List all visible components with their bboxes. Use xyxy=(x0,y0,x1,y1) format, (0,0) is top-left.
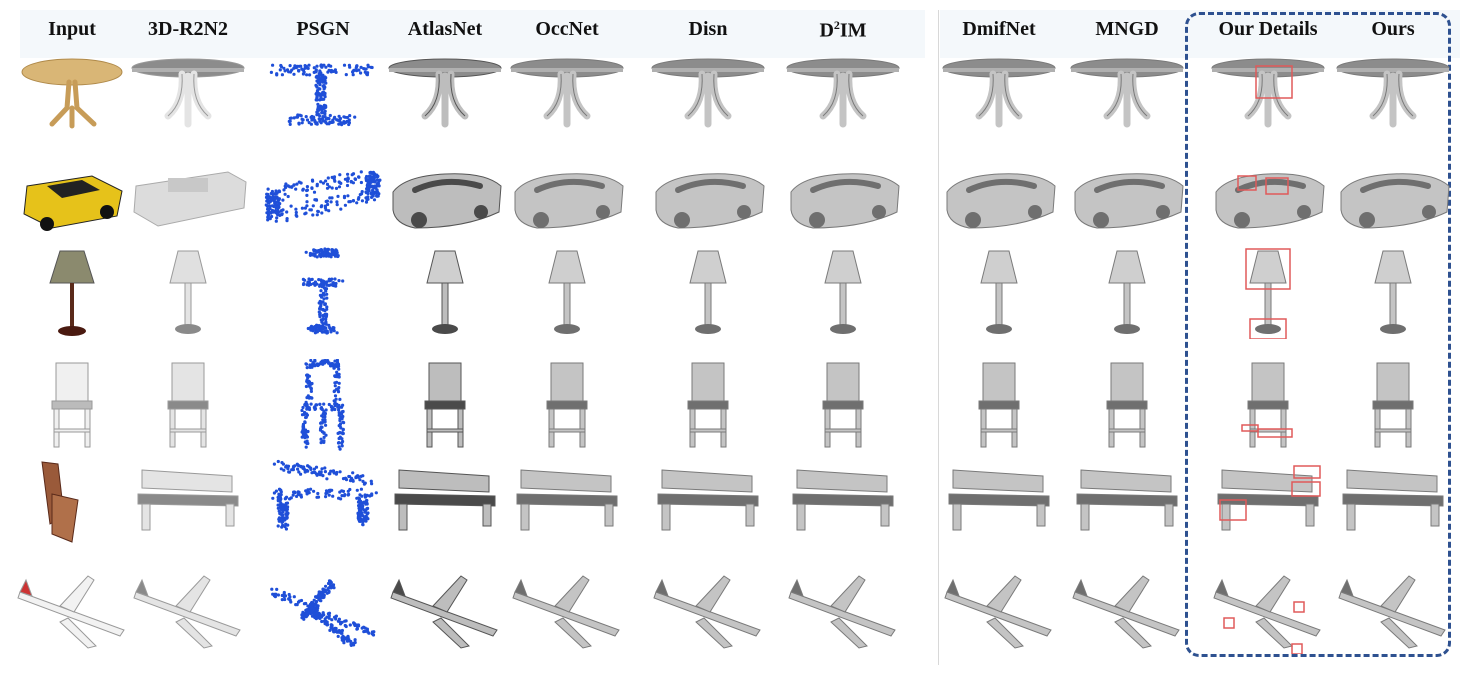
result-bench-occnet xyxy=(507,454,627,546)
column-label-3d-r2n2: 3D-R2N2 xyxy=(148,18,228,40)
result-car-occnet xyxy=(507,146,627,238)
result-lamp-3d-r2n2 xyxy=(128,247,248,339)
result-airplane-3d-r2n2 xyxy=(128,562,248,654)
result-table-occnet xyxy=(507,44,627,136)
column-label-d2im: D2IM xyxy=(819,18,866,43)
result-table-input xyxy=(12,44,132,136)
result-table-ours xyxy=(1333,44,1453,136)
result-airplane-dmifnet xyxy=(939,562,1059,654)
column-label-occnet: OccNet xyxy=(535,18,599,40)
column-label-disn: Disn xyxy=(688,18,728,40)
result-car-ours xyxy=(1333,146,1453,238)
result-table-atlasnet xyxy=(385,44,505,136)
result-car-input xyxy=(12,146,132,238)
result-airplane-ours xyxy=(1333,562,1453,654)
result-airplane-disn xyxy=(648,562,768,654)
result-chair-disn xyxy=(648,359,768,451)
result-car-d2im xyxy=(783,146,903,238)
result-car-atlasnet xyxy=(385,146,505,238)
column-label-psgn: PSGN xyxy=(296,18,350,40)
column-label-our-details: Our Details xyxy=(1218,18,1318,40)
method-divider xyxy=(938,10,939,665)
result-car-our-details xyxy=(1208,146,1328,238)
result-airplane-mngd xyxy=(1067,562,1187,654)
result-car-3d-r2n2 xyxy=(128,146,248,238)
result-table-d2im xyxy=(783,44,903,136)
result-bench-d2im xyxy=(783,454,903,546)
column-label-dmifnet: DmifNet xyxy=(962,18,1036,40)
result-chair-psgn xyxy=(263,359,383,451)
result-bench-3d-r2n2 xyxy=(128,454,248,546)
result-lamp-our-details xyxy=(1208,247,1328,339)
result-table-mngd xyxy=(1067,44,1187,136)
result-bench-atlasnet xyxy=(385,454,505,546)
result-bench-our-details xyxy=(1208,454,1328,546)
result-car-disn xyxy=(648,146,768,238)
result-table-dmifnet xyxy=(939,44,1059,136)
column-label-input: Input xyxy=(48,18,96,40)
result-lamp-mngd xyxy=(1067,247,1187,339)
result-chair-atlasnet xyxy=(385,359,505,451)
column-label-atlasnet: AtlasNet xyxy=(407,18,483,40)
result-airplane-psgn xyxy=(263,562,383,654)
result-bench-ours xyxy=(1333,454,1453,546)
header-band-right xyxy=(940,10,1460,58)
result-lamp-dmifnet xyxy=(939,247,1059,339)
result-bench-dmifnet xyxy=(939,454,1059,546)
ours-highlight-box xyxy=(1185,12,1451,657)
header-band-left xyxy=(20,10,925,58)
column-label-mngd: MNGD xyxy=(1095,18,1159,40)
result-lamp-d2im xyxy=(783,247,903,339)
result-lamp-disn xyxy=(648,247,768,339)
result-airplane-occnet xyxy=(507,562,627,654)
result-chair-our-details xyxy=(1208,359,1328,451)
result-chair-3d-r2n2 xyxy=(128,359,248,451)
column-label-d2im-suffix: IM xyxy=(839,19,867,42)
result-chair-ours xyxy=(1333,359,1453,451)
result-chair-dmifnet xyxy=(939,359,1059,451)
result-lamp-input xyxy=(12,247,132,339)
result-bench-mngd xyxy=(1067,454,1187,546)
result-bench-psgn xyxy=(263,454,383,546)
result-lamp-occnet xyxy=(507,247,627,339)
column-label-d2im-prefix: D xyxy=(819,19,834,42)
result-airplane-our-details xyxy=(1208,562,1328,654)
result-airplane-atlasnet xyxy=(385,562,505,654)
result-chair-occnet xyxy=(507,359,627,451)
result-table-3d-r2n2 xyxy=(128,44,248,136)
result-table-our-details xyxy=(1208,44,1328,136)
result-airplane-input xyxy=(12,562,132,654)
result-chair-mngd xyxy=(1067,359,1187,451)
result-car-mngd xyxy=(1067,146,1187,238)
result-bench-disn xyxy=(648,454,768,546)
result-lamp-ours xyxy=(1333,247,1453,339)
result-car-psgn xyxy=(263,146,383,238)
result-table-disn xyxy=(648,44,768,136)
result-table-psgn xyxy=(263,44,383,136)
result-bench-input xyxy=(12,454,132,546)
result-lamp-psgn xyxy=(263,247,383,339)
result-chair-d2im xyxy=(783,359,903,451)
result-lamp-atlasnet xyxy=(385,247,505,339)
column-label-ours: Ours xyxy=(1371,18,1415,40)
result-airplane-d2im xyxy=(783,562,903,654)
column-label-d2im-sup: 2 xyxy=(833,18,840,32)
result-chair-input xyxy=(12,359,132,451)
result-car-dmifnet xyxy=(939,146,1059,238)
